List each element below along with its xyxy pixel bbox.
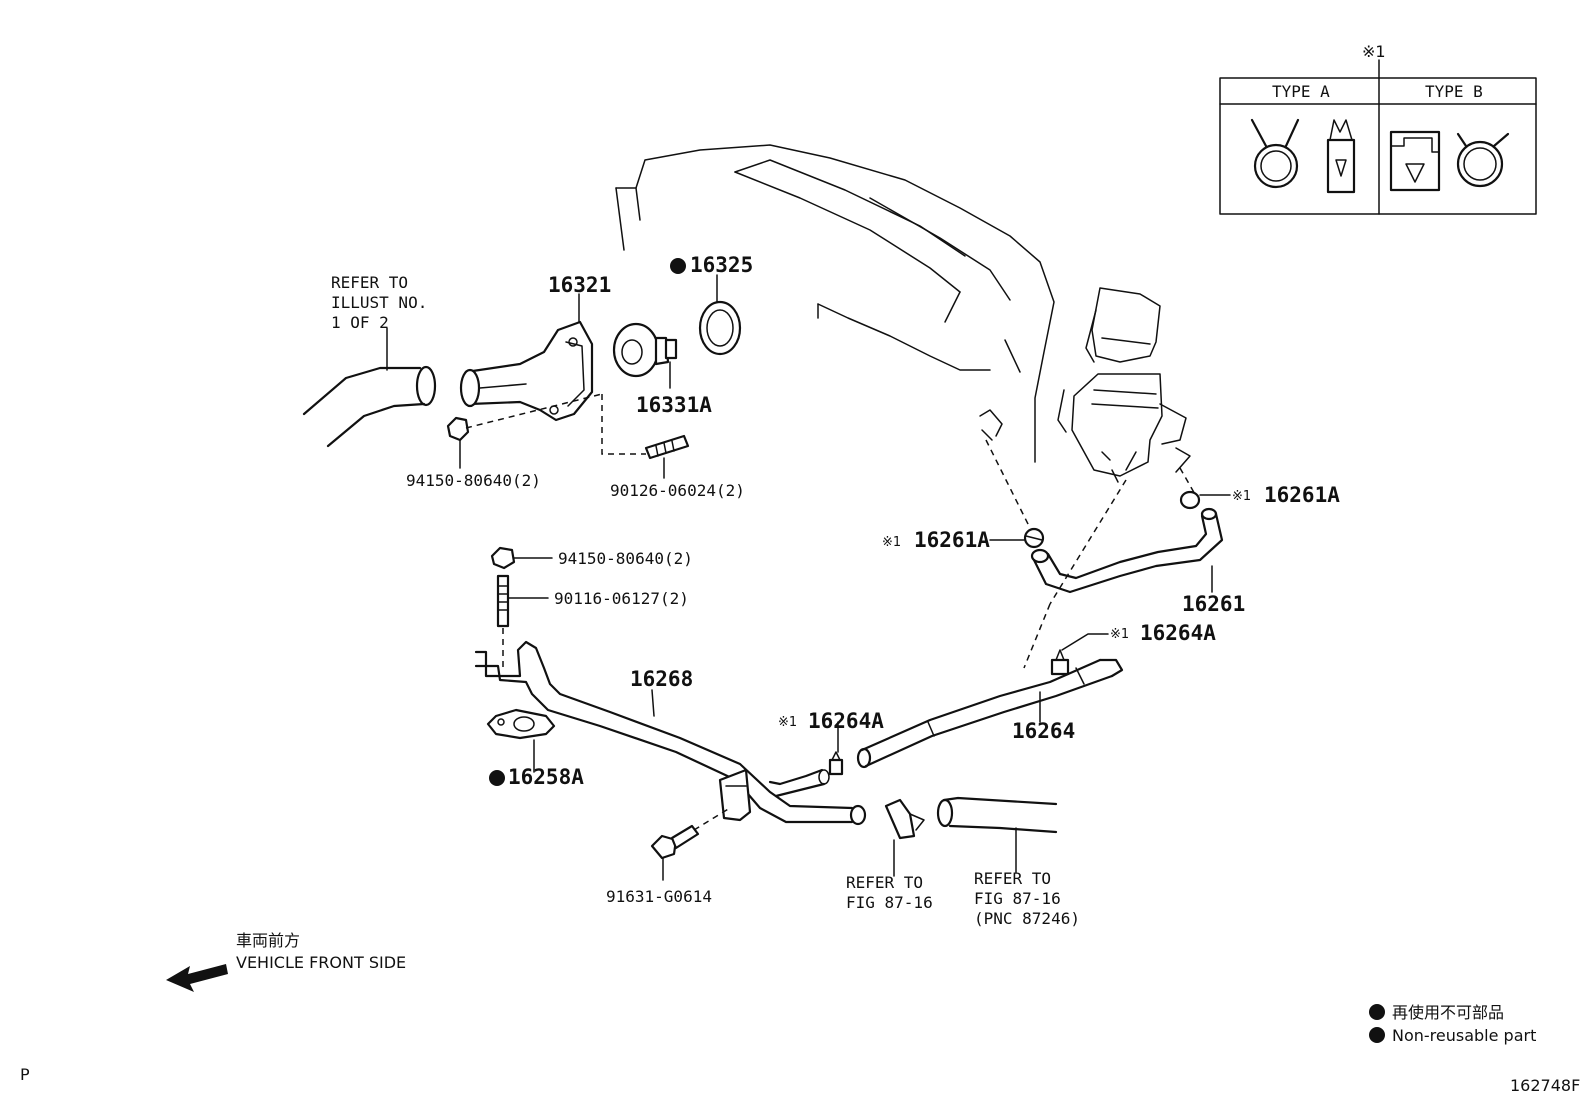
clip-type-a-side-icon xyxy=(1326,119,1356,194)
clip-marker-16261A-right: ※1 xyxy=(1232,489,1251,504)
part-label-94150-mid: 94150-80640(2) xyxy=(558,549,693,568)
non-reusable-dot-16325-icon xyxy=(670,258,686,274)
hose-clip-16264A-left xyxy=(828,751,844,776)
hose-16264 xyxy=(856,658,1124,769)
legend-dot-jp-icon xyxy=(1369,1004,1385,1020)
pipe-gasket xyxy=(486,708,556,740)
flange-bolt xyxy=(650,824,700,860)
legend-dot-en-icon xyxy=(1369,1027,1385,1043)
legend-non-reusable-jp: 再使用不可部品 xyxy=(1392,1003,1504,1022)
refer-illust-line1: REFER TO xyxy=(331,273,408,292)
vehicle-front-arrow-icon xyxy=(166,964,228,992)
part-label-16261A-right: 16261A xyxy=(1264,483,1340,507)
water-inlet-housing xyxy=(459,320,594,422)
thermostat-gasket xyxy=(698,300,742,356)
part-label-16264: 16264 xyxy=(1012,719,1075,743)
hose-clip-16261A-right xyxy=(1179,490,1201,510)
stud-90126 xyxy=(644,434,690,460)
part-label-16331A: 16331A xyxy=(636,393,712,417)
vehicle-front-jp: 車両前方 xyxy=(236,931,300,950)
hose-clamp-ref xyxy=(884,798,925,840)
hose-16261 xyxy=(1030,507,1224,594)
part-label-16261A-left: 16261A xyxy=(914,528,990,552)
refer-fig-b-line1: REFER TO xyxy=(974,869,1051,888)
refer-fig-a-line1: REFER TO xyxy=(846,873,923,892)
refer-illust-line2: ILLUST NO. xyxy=(331,293,427,312)
hose-clip-16264A-right xyxy=(1050,649,1070,676)
clip-marker-16261A-left: ※1 xyxy=(882,535,901,550)
corner-letter: P xyxy=(20,1065,30,1084)
part-label-91631: 91631-G0614 xyxy=(606,887,712,906)
part-label-16258A: 16258A xyxy=(508,765,584,789)
clip-type-b-label: TYPE B xyxy=(1425,82,1483,101)
part-label-16264A-right: 16264A xyxy=(1140,621,1216,645)
upper-radiator-hose xyxy=(302,365,437,448)
nut-94150-top xyxy=(446,416,470,442)
clip-marker-16264A-left: ※1 xyxy=(778,715,797,730)
thermostat xyxy=(612,322,678,378)
refer-fig-a-line2: FIG 87-16 xyxy=(846,893,933,912)
clip-type-b-ring-icon xyxy=(1456,132,1510,188)
clip-type-a-ring-icon xyxy=(1250,118,1300,189)
non-reusable-dot-16258A-icon xyxy=(489,770,505,786)
refer-fig-b-line2: FIG 87-16 xyxy=(974,889,1061,908)
refer-fig-b-line3: (PNC 87246) xyxy=(974,909,1080,928)
part-label-90116: 90116-06127(2) xyxy=(554,589,689,608)
throttle-body-assembly xyxy=(979,287,1191,483)
part-label-90126: 90126-06024(2) xyxy=(610,481,745,500)
figure-id: 162748F xyxy=(1510,1076,1580,1095)
part-label-94150-top: 94150-80640(2) xyxy=(406,471,541,490)
legend-non-reusable-en: Non-reusable part xyxy=(1392,1026,1536,1045)
clip-type-legend: ※1 TYPE A TYPE B xyxy=(1219,42,1537,215)
nut-94150-mid xyxy=(490,546,516,570)
part-label-16264A-left: 16264A xyxy=(808,709,884,733)
refer-illust-line3: 1 OF 2 xyxy=(331,313,389,332)
part-label-16268: 16268 xyxy=(630,667,693,691)
clip-marker-16264A-right: ※1 xyxy=(1110,627,1129,642)
clip-legend-marker: ※1 xyxy=(1362,42,1386,61)
vehicle-front-en: VEHICLE FRONT SIDE xyxy=(236,953,406,972)
part-label-16321: 16321 xyxy=(548,273,611,297)
radiator-hose-ref xyxy=(936,796,1058,834)
clip-type-b-block-icon xyxy=(1389,130,1441,192)
part-label-16261: 16261 xyxy=(1182,592,1245,616)
hose-clip-16261A-left xyxy=(1023,527,1045,549)
clip-type-a-label: TYPE A xyxy=(1272,82,1330,101)
water-bypass-pipe xyxy=(474,640,867,826)
part-label-16325: 16325 xyxy=(690,253,753,277)
stud-90116 xyxy=(496,574,510,628)
engine-block-outline xyxy=(615,144,1055,463)
